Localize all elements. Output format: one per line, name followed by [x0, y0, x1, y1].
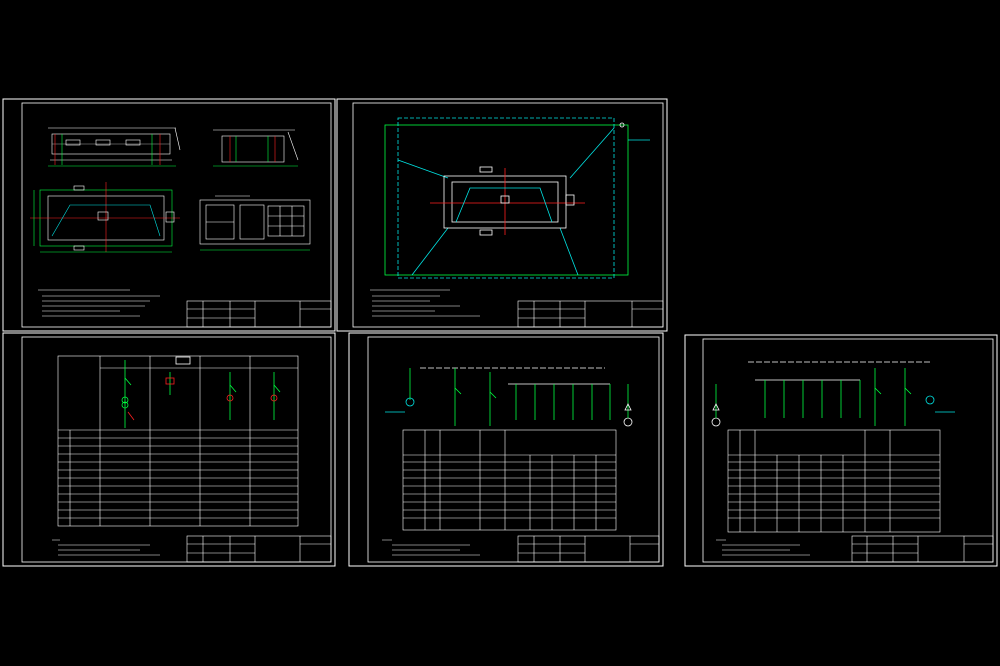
- feeder-table: [402, 429, 617, 531]
- notes-block: [52, 539, 160, 556]
- sheet-2[interactable]: [336, 98, 668, 332]
- title-block: [517, 535, 660, 563]
- system-table: [57, 355, 299, 527]
- single-line-symbols: [121, 356, 281, 428]
- feeder-table: [727, 429, 941, 533]
- grounding-grid: [384, 117, 650, 279]
- title-block: [186, 300, 332, 328]
- sheet-5[interactable]: [684, 334, 998, 567]
- sheet-3[interactable]: [2, 332, 336, 567]
- elevation-view-a: [48, 127, 181, 167]
- section-view-b: [213, 129, 299, 167]
- title-block: [517, 300, 664, 328]
- notes-block: [716, 539, 810, 556]
- notes-block: [370, 289, 480, 317]
- title-block: [851, 535, 994, 563]
- notes-block: [38, 289, 160, 317]
- sheet-4[interactable]: [348, 332, 664, 567]
- plan-view-a: [30, 182, 180, 253]
- title-block: [186, 535, 332, 563]
- busbar-and-feeders: [385, 367, 633, 427]
- notes-block: [382, 539, 480, 556]
- sheet-1[interactable]: [2, 98, 336, 332]
- busbar-and-feeders: [711, 361, 955, 427]
- plan-view-b: [199, 195, 311, 251]
